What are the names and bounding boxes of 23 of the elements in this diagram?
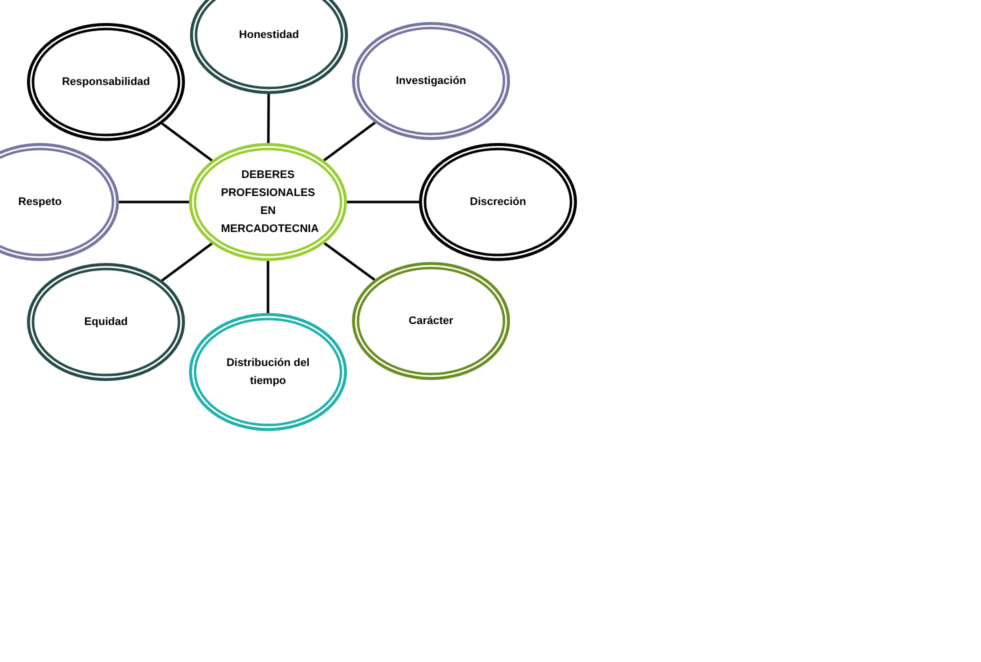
- connector-line: [266, 261, 270, 313]
- ellipse-node: [352, 262, 510, 380]
- connector-line: [119, 200, 189, 204]
- ellipse-node: [189, 313, 347, 431]
- node-label: Responsabilidad: [62, 75, 150, 90]
- node-label: Investigación: [396, 74, 466, 89]
- node-label: Carácter: [408, 314, 454, 329]
- connector-line: [161, 122, 213, 162]
- ellipse-node: [419, 143, 577, 261]
- node-label: Honestidad: [239, 28, 299, 43]
- connector-line: [161, 242, 213, 282]
- node-label: Discreción: [470, 195, 526, 210]
- connector-line: [323, 122, 376, 162]
- ellipse-node: [189, 143, 347, 261]
- ellipse-node: [27, 23, 185, 141]
- node-label: Equidad: [84, 315, 128, 330]
- node-label: Respeto: [18, 195, 62, 210]
- connector-line: [267, 94, 270, 143]
- ellipse-node: [27, 263, 185, 381]
- node-label: Distribución del tiempo: [225, 356, 311, 389]
- connector-line: [324, 242, 376, 281]
- connector-line: [347, 200, 419, 204]
- ellipse-node: [352, 22, 510, 140]
